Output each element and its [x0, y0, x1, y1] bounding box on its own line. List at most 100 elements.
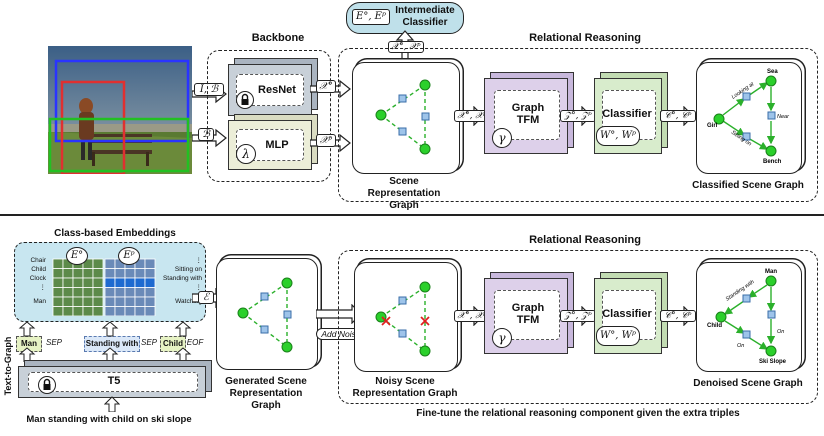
- text-to-graph-label: Text-to-Graph: [3, 336, 13, 396]
- embedding-cell: [62, 268, 74, 279]
- backbone-title: Backbone: [251, 32, 305, 44]
- gamma-symbol-bottom: γ: [492, 328, 512, 348]
- section-divider: [0, 214, 824, 216]
- denoised-graph-box: Child Man Ski Slope Standing with On On: [696, 262, 802, 372]
- t5-label: T5: [107, 375, 121, 387]
- lambda-symbol: λ: [236, 144, 256, 164]
- predicate-list: ⋮ Sitting on Standing with ⋮ Watching: [156, 256, 202, 306]
- token-sep-2: SEP: [140, 338, 157, 347]
- mlp-label: MLP: [265, 139, 289, 151]
- resnet-label: ResNet: [258, 84, 296, 96]
- footer-caption: Fine-tune the relational reasoning compo…: [416, 408, 740, 419]
- embedding-cell: [144, 287, 156, 298]
- embedding-cell: [114, 306, 126, 317]
- e-o-matrix: [52, 258, 104, 321]
- edge-standing-with: Standing with: [725, 279, 756, 302]
- scene-graph-label: Scene Representation Graph: [367, 176, 441, 211]
- w-op-label-top: W°, Wᵖ: [596, 126, 640, 146]
- node-girl: Girl: [707, 123, 718, 129]
- class-item: Clock: [29, 275, 46, 282]
- embedding-cell: [114, 296, 126, 307]
- t5-lock-icon: [38, 376, 56, 394]
- embedding-cell: [72, 306, 84, 317]
- embedding-cell: [144, 277, 156, 288]
- embedding-cell: [134, 277, 146, 288]
- embedding-cell: [52, 296, 64, 307]
- node-bench: Bench: [763, 159, 782, 165]
- graph-tfm-label-bottom: Graph TFM: [511, 302, 545, 326]
- node-man: Man: [765, 269, 777, 275]
- input-photo: [48, 46, 192, 176]
- input-boxes-label: ℬ: [198, 128, 214, 141]
- embedding-cell: [92, 268, 104, 279]
- e-cal-label: ℰ: [198, 291, 214, 304]
- embedding-cell: [124, 287, 136, 298]
- embedding-cell: [62, 296, 74, 307]
- embedding-cell: [92, 296, 104, 307]
- embedding-cell: [52, 268, 64, 279]
- sentence-arrow: [104, 396, 120, 412]
- embedding-cell: [62, 306, 74, 317]
- z-op-label-bottom: 𝒵°, 𝒵ᵖ: [560, 310, 596, 322]
- predicate-item: ⋮: [195, 257, 203, 264]
- embedding-cell: [134, 287, 146, 298]
- embedding-cell: [124, 296, 136, 307]
- predicate-item: Sitting on: [174, 266, 202, 273]
- token-sep-1: SEP: [45, 338, 62, 347]
- token-child: Child: [160, 336, 186, 352]
- token-arrows: [18, 322, 192, 362]
- embedding-cell: [72, 277, 84, 288]
- noisy-graph-box: [354, 262, 458, 372]
- noisy-graph-label: Noisy Scene Representation Graph: [352, 376, 458, 399]
- embedding-cell: [72, 287, 84, 298]
- embedding-cell: [72, 296, 84, 307]
- embeddings-title: Class-based Embeddings: [54, 228, 176, 239]
- embedding-cell: [104, 258, 116, 269]
- embedding-cell: [134, 268, 146, 279]
- embedding-cell: [104, 287, 116, 298]
- embedding-cell: [82, 296, 94, 307]
- embedding-cell: [144, 296, 156, 307]
- classified-graph-label: Classified Scene Graph: [692, 180, 804, 191]
- embedding-cell: [104, 306, 116, 317]
- w-op-label-bottom: W°, Wᵖ: [596, 326, 640, 346]
- scene-graph-box: [352, 62, 460, 174]
- edge-near: Near: [777, 114, 790, 120]
- relational-box-top: [338, 48, 818, 202]
- predicate-item: Standing with: [162, 275, 202, 282]
- embedding-cell: [82, 277, 94, 288]
- embedding-cell: [134, 296, 146, 307]
- embedding-cell: [92, 258, 104, 269]
- embedding-cell: [92, 287, 104, 298]
- class-item: ⋮: [39, 284, 47, 291]
- c-op-label-top: 𝒞°, 𝒞ᵖ: [660, 110, 696, 122]
- embedding-cell: [104, 268, 116, 279]
- lock-icon: [236, 91, 254, 109]
- embedding-cell: [144, 268, 156, 279]
- embedding-cell: [52, 306, 64, 317]
- embedding-cell: [104, 277, 116, 288]
- intermediate-x-label: 𝒳°, 𝒳ᵖ: [388, 41, 424, 53]
- embedding-cell: [72, 268, 84, 279]
- embedding-cell: [124, 306, 136, 317]
- embedding-cell: [144, 258, 156, 269]
- predicate-item: Watching: [175, 298, 202, 305]
- t5-inner: [28, 372, 198, 392]
- edge-on-1: On: [777, 329, 784, 335]
- embedding-cell: [104, 296, 116, 307]
- generated-graph-label: Generated Scene Representation Graph: [225, 376, 307, 411]
- z-op-label-top: 𝒵°, 𝒵ᵖ: [560, 110, 596, 122]
- embedding-cell: [52, 287, 64, 298]
- intermediate-math: E°, Eᵖ: [352, 9, 390, 25]
- embedding-cell: [114, 287, 126, 298]
- denoised-graph-label: Denoised Scene Graph: [693, 378, 803, 389]
- embedding-cell: [144, 306, 156, 317]
- embedding-cell: [52, 258, 64, 269]
- embedding-cell: [82, 268, 94, 279]
- gamma-symbol-top: γ: [492, 128, 512, 148]
- intermediate-label: Intermediate Classifier: [395, 5, 455, 28]
- node-ski-slope: Ski Slope: [759, 359, 787, 365]
- embedding-cell: [134, 306, 146, 317]
- embedding-cell: [62, 287, 74, 298]
- embedding-cell: [114, 268, 126, 279]
